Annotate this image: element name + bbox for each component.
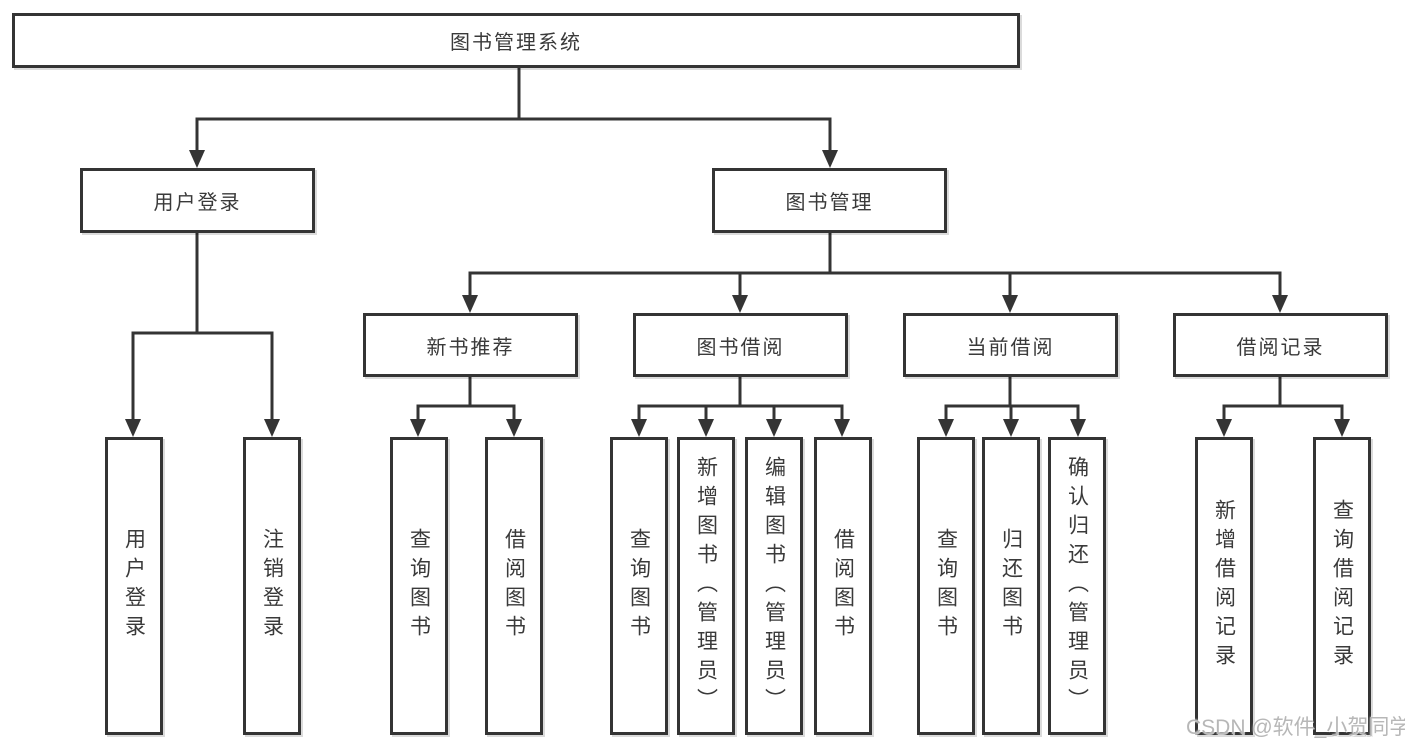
arrow-down-icon — [462, 295, 478, 313]
arrow-down-icon — [125, 419, 141, 437]
leaf-label: 归还图书 — [999, 528, 1023, 644]
node-borrow-records: 借阅记录 — [1173, 313, 1388, 377]
csdn-watermark: CSDN @软件_小贺同学 — [1186, 716, 1405, 739]
node-current-borrow: 当前借阅 — [903, 313, 1118, 377]
leaf-label: 新增图书（管理员） — [694, 455, 718, 717]
arrow-down-icon — [1003, 419, 1019, 437]
leaf-label: 用户登录 — [122, 528, 146, 644]
arrow-down-icon — [732, 295, 748, 313]
arrow-down-icon — [1216, 419, 1232, 437]
leaf-add-book-admin: 新增图书（管理员） — [677, 437, 735, 735]
arrow-down-icon — [698, 419, 714, 437]
arrow-down-icon — [1002, 295, 1018, 313]
connector-newbook-to-leaves — [410, 375, 522, 437]
leaf-query-book-recommend: 查询图书 — [390, 437, 448, 735]
connector-userlogin-to-leaves — [125, 231, 280, 437]
arrow-down-icon — [938, 419, 954, 437]
leaf-label: 注销登录 — [260, 528, 284, 644]
arrow-down-icon — [1272, 295, 1288, 313]
leaf-borrow-book: 借阅图书 — [814, 437, 872, 735]
arrow-down-icon — [506, 419, 522, 437]
arrow-down-icon — [264, 419, 280, 437]
node-root: 图书管理系统 — [12, 13, 1020, 68]
leaf-user-login: 用户登录 — [105, 437, 163, 735]
leaf-add-borrow-record: 新增借阅记录 — [1195, 437, 1253, 735]
leaf-label: 查询借阅记录 — [1330, 499, 1354, 673]
connector-current-to-leaves — [938, 375, 1086, 437]
leaf-label: 确认归还（管理员） — [1065, 455, 1089, 717]
leaf-logout-login: 注销登录 — [243, 437, 301, 735]
arrow-down-icon — [822, 150, 838, 168]
connector-root-to-level2 — [189, 66, 838, 168]
arrow-down-icon — [1070, 419, 1086, 437]
arrow-down-icon — [1334, 419, 1350, 437]
node-new-book-recommend: 新书推荐 — [363, 313, 578, 377]
arrow-down-icon — [766, 419, 782, 437]
leaf-label: 查询图书 — [407, 528, 431, 644]
leaf-label: 查询图书 — [934, 528, 958, 644]
leaf-label: 查询图书 — [627, 528, 651, 644]
arrow-down-icon — [631, 419, 647, 437]
leaf-label: 新增借阅记录 — [1212, 499, 1236, 673]
connector-bookmgmt-to-level3 — [462, 231, 1288, 313]
leaf-label: 借阅图书 — [831, 528, 855, 644]
connector-records-to-leaves — [1216, 375, 1350, 437]
leaf-query-book-borrow: 查询图书 — [610, 437, 668, 735]
arrow-down-icon — [834, 419, 850, 437]
arrow-down-icon — [410, 419, 426, 437]
node-book-management: 图书管理 — [712, 168, 947, 233]
leaf-label: 借阅图书 — [502, 528, 526, 644]
leaf-confirm-return-admin: 确认归还（管理员） — [1048, 437, 1106, 735]
leaf-query-borrow-record: 查询借阅记录 — [1313, 437, 1371, 735]
arrow-down-icon — [189, 150, 205, 168]
leaf-edit-book-admin: 编辑图书（管理员） — [745, 437, 803, 735]
connector-borrow-to-leaves — [631, 375, 850, 437]
node-user-login-group: 用户登录 — [80, 168, 315, 233]
node-book-borrow: 图书借阅 — [633, 313, 848, 377]
leaf-query-book-current: 查询图书 — [917, 437, 975, 735]
leaf-label: 编辑图书（管理员） — [762, 455, 786, 717]
leaf-borrow-book-recommend: 借阅图书 — [485, 437, 543, 735]
leaf-return-book: 归还图书 — [982, 437, 1040, 735]
